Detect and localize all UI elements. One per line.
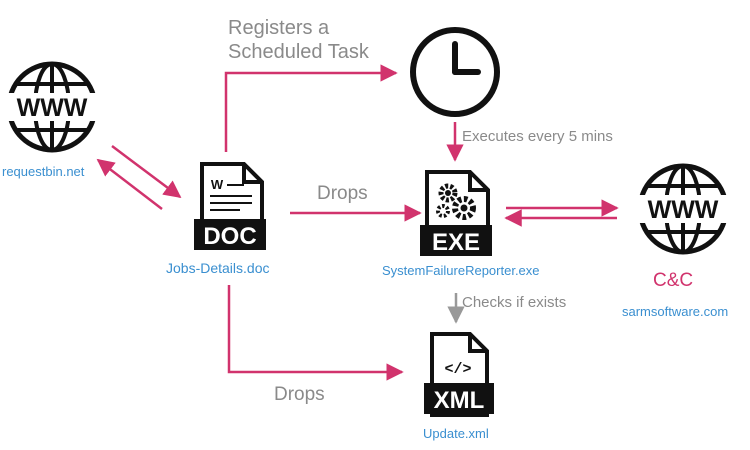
- www-text: WWW: [648, 196, 719, 224]
- drops-xml-label: Drops: [274, 384, 325, 405]
- globe-www-icon-c2: WWW: [635, 163, 731, 255]
- requestbin-label: requestbin.net: [2, 164, 85, 179]
- doc-w-letter: W: [211, 177, 224, 192]
- c2-server-label: sarmsoftware.com: [622, 304, 729, 319]
- executes-label: Executes every 5 mins: [462, 128, 613, 145]
- doc-file-icon: W DOC: [194, 162, 266, 250]
- clock-icon: [410, 27, 500, 117]
- doc-file-label: Jobs-Details.doc: [166, 260, 270, 276]
- arrow-requestbin-to-doc: [111, 145, 182, 199]
- xml-badge: XML: [434, 387, 485, 414]
- exe-file-icon: EXE: [420, 170, 492, 256]
- globe-www-icon-requestbin: WWW: [4, 61, 100, 153]
- xml-file-label: Update.xml: [423, 426, 489, 441]
- xml-file-icon: </> XML: [424, 332, 494, 417]
- doc-badge: DOC: [203, 223, 256, 250]
- gear-icon: [436, 183, 476, 220]
- registers-task-label: Registers a Scheduled Task: [228, 17, 369, 63]
- c2-label: C&C: [653, 270, 694, 291]
- arrow-doc-to-clock: [224, 64, 398, 152]
- xml-tag-glyph: </>: [444, 361, 471, 378]
- arrow-doc-to-requestbin: [96, 158, 163, 210]
- arrow-doc-to-xml: [227, 285, 404, 381]
- exe-badge: EXE: [432, 229, 480, 256]
- checks-exists-label: Checks if exists: [462, 294, 567, 311]
- www-text: WWW: [17, 94, 88, 122]
- drops-exe-label: Drops: [317, 183, 368, 204]
- exe-file-label: SystemFailureReporter.exe: [382, 263, 540, 278]
